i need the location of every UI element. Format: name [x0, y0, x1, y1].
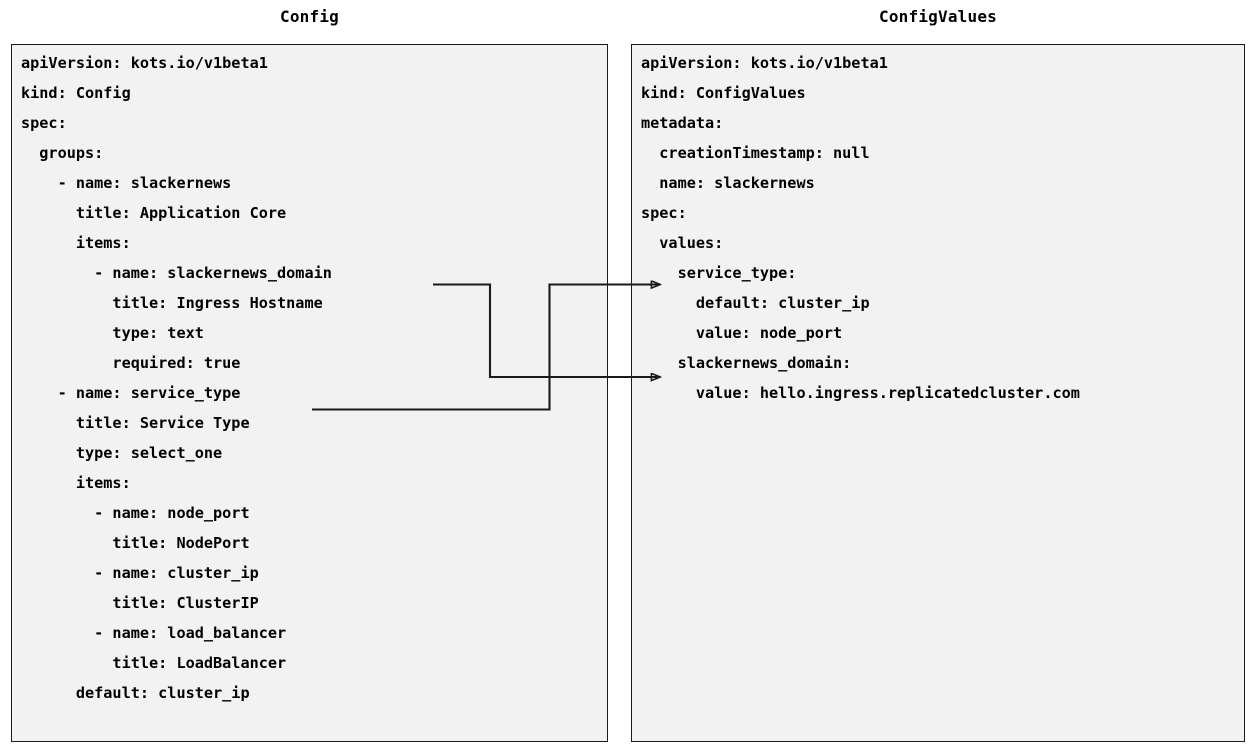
config-yaml-line-17: - name: cluster_ip: [21, 564, 259, 582]
configvalues-yaml-line-6: values:: [641, 234, 724, 252]
config-yaml-line-0: apiVersion: kots.io/v1beta1: [21, 54, 268, 72]
configvalues-yaml-line-2: metadata:: [641, 114, 724, 132]
page-title-config: Config: [280, 7, 339, 26]
configvalues-yaml-panel: apiVersion: kots.io/v1beta1 kind: ConfigV…: [631, 44, 1245, 742]
config-yaml-line-1: kind: Config: [21, 84, 131, 102]
config-yaml-panel: apiVersion: kots.io/v1beta1 kind: Config s…: [11, 44, 608, 742]
config-yaml-line-13: type: select_one: [21, 444, 223, 462]
config-yaml-line-3: groups:: [21, 144, 104, 162]
config-yaml-line-2: spec:: [21, 114, 67, 132]
config-yaml-line-14: items:: [21, 474, 131, 492]
config-yaml-line-8: title: Ingress Hostname: [21, 294, 323, 312]
configvalues-yaml-line-0: apiVersion: kots.io/v1beta1: [641, 54, 888, 72]
configvalues-yaml-line-8: default: cluster_ip: [641, 294, 870, 312]
config-yaml-line-16: title: NodePort: [21, 534, 250, 552]
config-yaml-line-9: type: text: [21, 324, 204, 342]
configvalues-yaml-line-4: name: slackernews: [641, 174, 815, 192]
configvalues-yaml-line-11: value: hello.ingress.replicatedcluster.c…: [641, 384, 1080, 402]
config-yaml-line-19: - name: load_balancer: [21, 624, 287, 642]
configvalues-yaml-line-10: slackernews_domain:: [641, 354, 852, 372]
configvalues-yaml-line-9: value: node_port: [641, 324, 843, 342]
config-yaml-line-4: - name: slackernews: [21, 174, 232, 192]
config-yaml-line-11: - name: service_type: [21, 384, 241, 402]
config-yaml-body: apiVersion: kots.io/v1beta1 kind: Config s…: [21, 48, 607, 708]
config-yaml-line-5: title: Application Core: [21, 204, 287, 222]
configvalues-yaml-line-1: kind: ConfigValues: [641, 84, 806, 102]
config-yaml-line-21: default: cluster_ip: [21, 684, 250, 702]
page-title-configvalues: ConfigValues: [879, 7, 997, 26]
config-yaml-line-15: - name: node_port: [21, 504, 250, 522]
configvalues-yaml-line-3: creationTimestamp: null: [641, 144, 870, 162]
configvalues-yaml-line-5: spec:: [641, 204, 687, 222]
configvalues-yaml-line-7: service_type:: [641, 264, 797, 282]
config-yaml-line-20: title: LoadBalancer: [21, 654, 287, 672]
configvalues-yaml-body: apiVersion: kots.io/v1beta1 kind: ConfigV…: [641, 48, 1244, 408]
config-yaml-line-6: items:: [21, 234, 131, 252]
config-yaml-line-12: title: Service Type: [21, 414, 250, 432]
config-yaml-line-10: required: true: [21, 354, 241, 372]
config-yaml-line-7: - name: slackernews_domain: [21, 264, 332, 282]
config-yaml-line-18: title: ClusterIP: [21, 594, 259, 612]
